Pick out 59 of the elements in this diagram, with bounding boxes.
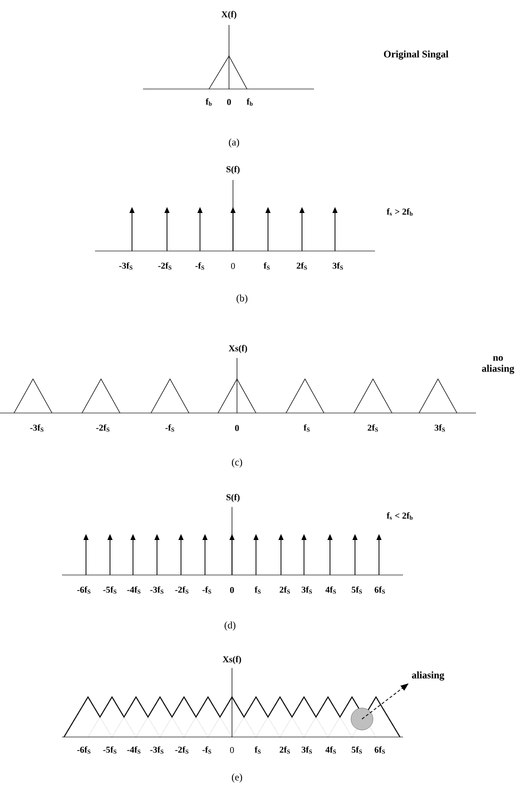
tick-label: 0: [235, 424, 239, 432]
tick-label: f$_{S}$: [264, 262, 270, 270]
tick-label: 0: [230, 746, 234, 754]
tick-label: 0: [231, 262, 235, 270]
tick-label: 2f$_{S}$: [280, 746, 290, 754]
tick-label: -3f$_{S}$: [119, 262, 132, 270]
axis-title: S(f): [226, 166, 240, 174]
tick-label: 2f$_{S}$: [280, 586, 290, 594]
tick-label: f$_{b}$: [206, 98, 212, 106]
tick-label: -2f$_{S}$: [175, 746, 188, 754]
annotation-text: no aliasing: [482, 356, 514, 374]
axis-title: Xs(f): [228, 344, 248, 354]
tick-label: -4f$_{S}$: [127, 586, 140, 594]
annotation-text: Original Singal: [384, 50, 448, 60]
tick-label: 3f$_{S}$: [434, 424, 445, 432]
condition-text: f$_{s}$ < 2f$_{b}$: [386, 512, 413, 520]
tick-label: 6f$_{S}$: [374, 586, 385, 594]
tick-label: 5f$_{S}$: [352, 586, 362, 594]
tick-label: -6f$_{S}$: [77, 746, 90, 754]
axis-title: X(f): [221, 10, 236, 20]
axis-title: Xs(f): [222, 656, 242, 664]
tick-label: 6f$_{S}$: [374, 746, 385, 754]
tick-label: -f$_{S}$: [202, 586, 212, 594]
tick-label: -3f$_{S}$: [150, 586, 164, 594]
annotation-text: aliasing: [412, 671, 444, 681]
overlap-circle: [350, 708, 374, 730]
tick-label: 2f$_{S}$: [296, 262, 307, 270]
panel-label: (d): [224, 621, 236, 631]
tick-label: -3f$_{S}$: [30, 424, 44, 432]
tick-label: 0: [230, 586, 234, 594]
tick-label: 0: [227, 98, 231, 106]
tick-label: 3f$_{S}$: [302, 746, 312, 754]
condition-text: f$_{s}$ > 2f$_{b}$: [386, 208, 413, 216]
tick-label: -4f$_{S}$: [127, 746, 140, 754]
axis-title: S(f): [226, 494, 240, 502]
tick-label: 3f$_{S}$: [302, 586, 312, 594]
tick-label: -5f$_{S}$: [103, 586, 116, 594]
tick-label: 3f$_{S}$: [332, 262, 343, 270]
tick-label: 4f$_{S}$: [325, 746, 336, 754]
tick-label: -f$_{S}$: [195, 262, 204, 270]
tick-label: -6f$_{S}$: [77, 586, 90, 594]
tick-label: -f$_{S}$: [202, 746, 212, 754]
tick-label: 4f$_{S}$: [325, 586, 336, 594]
tick-label: -5f$_{S}$: [103, 746, 116, 754]
tick-label: f$_{S}$: [304, 424, 310, 432]
tick-label: -f$_{S}$: [165, 424, 174, 432]
tick-label: f$_{b}$: [246, 98, 253, 106]
tick-label: -2f$_{S}$: [158, 262, 172, 270]
tick-label: -3f$_{S}$: [150, 746, 164, 754]
tick-label: -2f$_{S}$: [175, 586, 188, 594]
tick-label: 5f$_{S}$: [352, 746, 362, 754]
panel-label: (b): [236, 294, 248, 304]
panel-label: (c): [232, 458, 242, 468]
panel-label: (a): [228, 138, 240, 148]
tick-label: 2f$_{S}$: [368, 424, 378, 432]
tick-label: f$_{S}$: [254, 746, 261, 754]
tick-label: -2f$_{S}$: [96, 424, 110, 432]
panel-label: (e): [232, 773, 242, 783]
tick-label: f$_{S}$: [254, 586, 261, 594]
